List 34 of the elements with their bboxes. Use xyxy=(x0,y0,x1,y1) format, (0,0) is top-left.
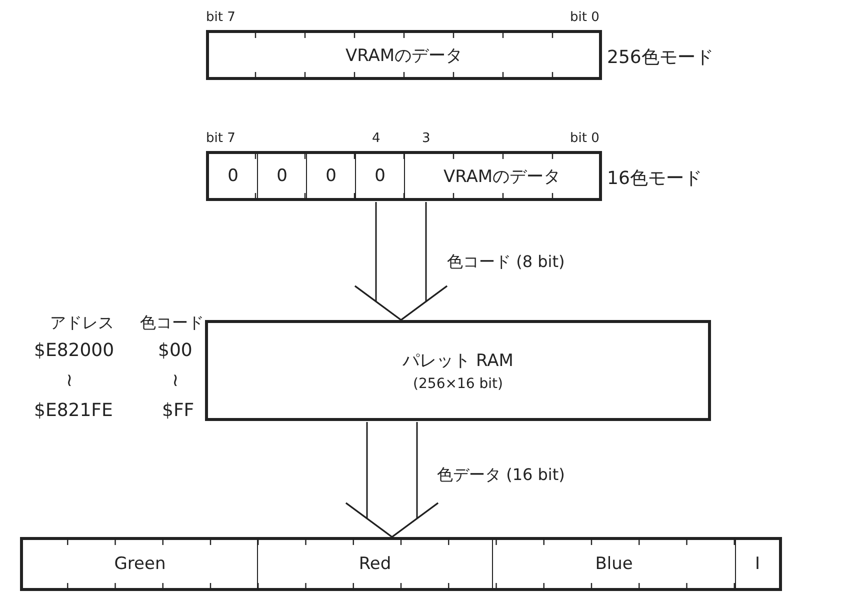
column-heading: アドレス xyxy=(50,313,114,334)
mode-label: 256色モード xyxy=(607,46,714,69)
bit-number: 3 xyxy=(422,131,430,146)
bit-number: 4 xyxy=(372,131,380,146)
bit-value: Blue xyxy=(595,554,633,574)
code-value: $00 xyxy=(158,340,192,361)
bit-number: bit 0 xyxy=(570,131,600,146)
bit-number: bit 7 xyxy=(206,10,236,25)
range-mark: ≀ xyxy=(172,370,179,391)
memory-label: パレット RAM xyxy=(402,350,514,372)
register-box xyxy=(20,537,782,591)
mode-label: 16色モード xyxy=(607,167,702,190)
data-flow-arrow xyxy=(354,201,448,321)
bit-value: VRAMのデータ xyxy=(443,166,561,188)
bit-number: bit 0 xyxy=(570,10,600,25)
bit-value: Green xyxy=(114,554,166,574)
size-note: (256×16 bit) xyxy=(413,376,503,392)
address-value: $E821FE xyxy=(34,400,113,421)
bit-value: 0 xyxy=(374,166,386,186)
code-value: $FF xyxy=(162,400,194,421)
bit-value: 0 xyxy=(228,166,238,186)
register-box xyxy=(206,151,602,201)
address-value: $E82000 xyxy=(34,340,114,361)
register-label: VRAMのデータ xyxy=(345,44,463,66)
column-heading: 色コード xyxy=(140,313,204,334)
bit-value: 0 xyxy=(326,166,336,186)
register-box xyxy=(206,30,602,80)
data-flow-arrow xyxy=(345,421,439,538)
bit-value: I xyxy=(754,554,760,574)
palette-ram-box xyxy=(205,320,711,421)
range-mark: ≀ xyxy=(66,370,73,391)
bit-number: bit 7 xyxy=(206,131,236,146)
bit-value: 0 xyxy=(276,166,288,186)
bit-value: Red xyxy=(358,554,392,574)
